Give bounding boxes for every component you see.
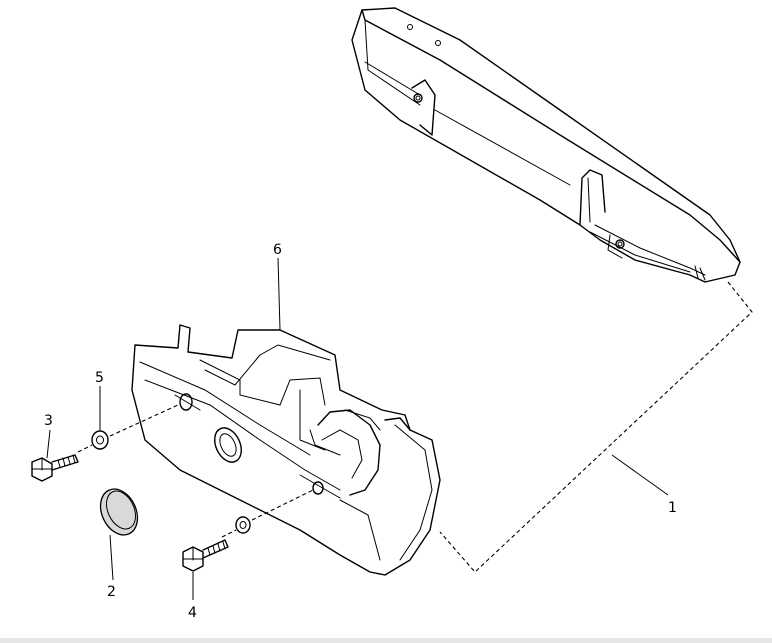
- callout-1: 1: [668, 500, 677, 516]
- leader-line-6: [277, 257, 281, 331]
- fastener-alignment-line-upper: [77, 404, 179, 453]
- bolt-part-3: [31, 454, 79, 482]
- inner-shield-part: [131, 324, 441, 576]
- leader-line-2: [109, 534, 114, 581]
- callout-5: 5: [95, 370, 104, 386]
- washer-lower: [235, 516, 251, 534]
- callout-3: 3: [44, 413, 53, 429]
- leader-line-3: [46, 429, 51, 459]
- cap-part-2: [99, 488, 139, 536]
- callout-2: 2: [107, 584, 116, 600]
- fastener-alignment-line-lower: [221, 489, 314, 538]
- bolt-part-4: [182, 539, 229, 572]
- callout-4: 4: [188, 605, 197, 621]
- callout-6: 6: [273, 242, 282, 258]
- outer-cover-part: [351, 7, 741, 283]
- bottom-edge-bar: [0, 638, 772, 643]
- washer-part-5: [91, 430, 109, 450]
- assembly-dashed-line: [439, 281, 753, 573]
- leader-line-1: [611, 454, 669, 496]
